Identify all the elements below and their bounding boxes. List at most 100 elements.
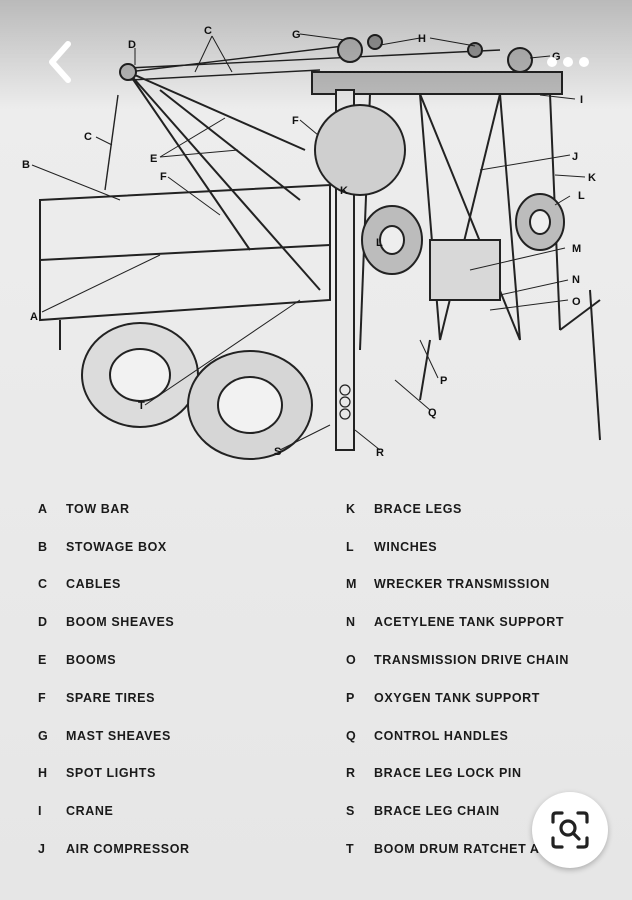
label-c1: C	[84, 131, 92, 143]
legend-letter: N	[346, 615, 356, 630]
legend-text: BOOM SHEAVES	[66, 615, 175, 630]
label-c2: C	[204, 25, 212, 37]
legend-text: STOWAGE BOX	[66, 539, 167, 554]
visual-search-button[interactable]	[532, 792, 608, 868]
legend-letter: M	[346, 577, 358, 592]
label-f1: F	[292, 115, 299, 127]
rear-wheel-right	[187, 350, 313, 460]
legend-text: AIR COMPRESSOR	[66, 842, 190, 857]
spot-light-right	[467, 42, 483, 58]
mast-sheave-right	[507, 47, 533, 73]
spare-tire	[314, 104, 406, 196]
more-dots-icon	[547, 57, 589, 67]
rear-wheel-left	[81, 322, 199, 428]
brace-leg-chain	[339, 384, 351, 420]
legend-item: C CABLES	[38, 566, 190, 604]
legend-text: BRACE LEGS	[374, 501, 462, 516]
legend-text: ACETYLENE TANK SUPPORT	[374, 615, 565, 630]
legend-letter: L	[346, 539, 355, 554]
legend-letter: K	[346, 501, 356, 516]
legend-letter: Q	[346, 728, 357, 743]
legend-text: SPARE TIRES	[66, 690, 156, 705]
legend-text: BRACE LEG LOCK PIN	[374, 766, 522, 781]
legend-letter: O	[346, 653, 357, 668]
label-k2: K	[588, 172, 596, 184]
control-handles	[419, 289, 601, 441]
legend-item: E BOOMS	[38, 641, 190, 679]
legend-text: CABLES	[66, 577, 121, 592]
legend-letter: E	[38, 653, 47, 668]
legend-text: BOOMS	[66, 653, 117, 668]
legend-item: S BRACE LEG CHAIN	[346, 792, 600, 830]
wrecker-transmission	[429, 239, 501, 301]
legend-letter: F	[38, 690, 47, 705]
chevron-left-icon	[49, 41, 71, 83]
legend-letter: B	[38, 539, 48, 554]
winch-left	[361, 205, 423, 275]
label-i: I	[580, 94, 583, 106]
label-e: E	[150, 153, 157, 165]
label-a: A	[30, 311, 38, 323]
legend-item: P OXYGEN TANK SUPPORT	[346, 679, 600, 717]
legend-letter: T	[346, 842, 355, 857]
legend-item: D BOOM SHEAVES	[38, 603, 190, 641]
label-b: B	[22, 159, 30, 171]
legend-text: TOW BAR	[66, 501, 130, 516]
legend-letter: D	[38, 615, 48, 630]
mast-sheave-left	[337, 37, 363, 63]
legend-letter: J	[38, 842, 46, 857]
label-p: P	[440, 375, 447, 387]
label-o: O	[572, 296, 581, 308]
boom-sheave	[119, 63, 137, 81]
legend-item: G MAST SHEAVES	[38, 717, 190, 755]
legend-item: O TRANSMISSION DRIVE CHAIN	[346, 641, 600, 679]
boom	[127, 71, 321, 291]
legend-letter: C	[38, 577, 48, 592]
label-g2: G	[552, 51, 561, 63]
legend-item: L WINCHES	[346, 528, 600, 566]
legend-item: F SPARE TIRES	[38, 679, 190, 717]
legend-letter: G	[38, 728, 49, 743]
legend-text: BRACE LEG CHAIN	[374, 804, 500, 819]
label-t: T	[138, 400, 145, 412]
label-m: M	[572, 243, 581, 255]
label-l1: L	[376, 237, 383, 249]
label-g1: G	[292, 29, 301, 41]
legend-text: MAST SHEAVES	[66, 728, 171, 743]
visual-search-icon	[551, 811, 589, 849]
legend-text: OXYGEN TANK SUPPORT	[374, 690, 541, 705]
legend-letter: P	[346, 690, 355, 705]
wrecker-truck-diagram: A B C C D E F F G G H I J K K L L M N O …	[22, 25, 601, 460]
label-h: H	[418, 33, 426, 45]
label-l2: L	[578, 190, 585, 202]
cables	[104, 43, 501, 191]
legend-letter: S	[346, 804, 355, 819]
label-s: S	[274, 446, 281, 458]
legend-item: N ACETYLENE TANK SUPPORT	[346, 603, 600, 641]
back-button[interactable]	[36, 36, 88, 88]
legend-letter: R	[346, 766, 356, 781]
legend-item: R BRACE LEG LOCK PIN	[346, 755, 600, 793]
label-r: R	[376, 447, 384, 459]
winch-right	[515, 193, 565, 251]
legend-text: WINCHES	[374, 539, 438, 554]
more-options-button[interactable]	[540, 42, 596, 82]
legend-item: K BRACE LEGS	[346, 490, 600, 528]
leader-lines	[31, 33, 586, 451]
label-d: D	[128, 39, 136, 51]
legend-letter: H	[38, 766, 48, 781]
legend-item: B STOWAGE BOX	[38, 528, 190, 566]
legend-text: TRANSMISSION DRIVE CHAIN	[374, 653, 569, 668]
label-k1: K	[340, 185, 348, 197]
legend-letter: I	[38, 804, 43, 819]
label-n: N	[572, 274, 580, 286]
label-j: J	[572, 151, 578, 163]
label-f2: F	[160, 171, 167, 183]
